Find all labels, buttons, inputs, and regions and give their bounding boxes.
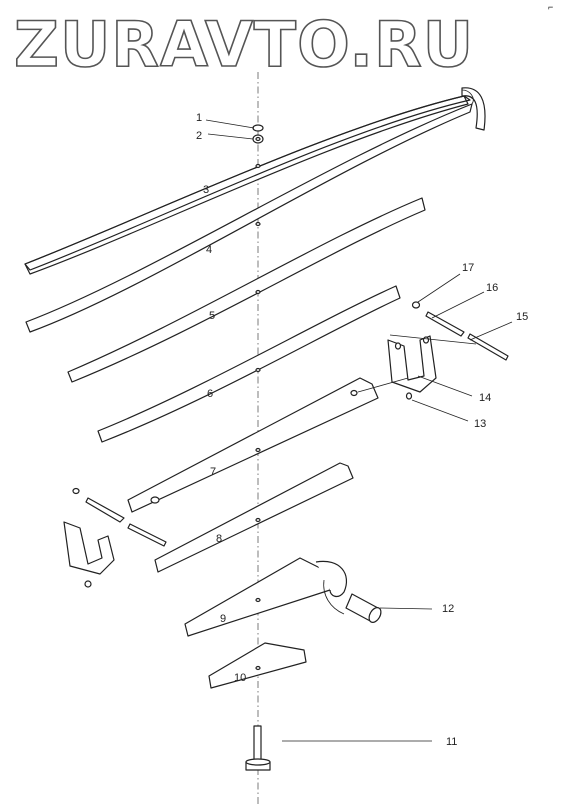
clip-assembly-right xyxy=(350,301,509,400)
bushing-pin-12 xyxy=(345,593,382,623)
label-part-10: 10 xyxy=(234,672,246,684)
leaf-6 xyxy=(97,285,401,443)
clip-assembly-left xyxy=(63,487,167,588)
label-part-5: 5 xyxy=(209,310,215,322)
label-part-3: 3 xyxy=(203,184,209,196)
leaf-5 xyxy=(67,197,426,383)
label-part-4: 4 xyxy=(206,244,212,256)
leaf-3 xyxy=(24,95,471,275)
center-bolt-11 xyxy=(245,725,271,771)
leaf-7 xyxy=(127,377,379,513)
label-part-2: 2 xyxy=(196,130,202,142)
label-part-12: 12 xyxy=(442,603,454,615)
label-part-9: 9 xyxy=(220,613,226,625)
corner-mark: ⌐ xyxy=(548,2,553,12)
label-part-8: 8 xyxy=(216,533,222,545)
label-part-14: 14 xyxy=(479,392,491,404)
label-part-13: 13 xyxy=(474,418,486,430)
label-part-16: 16 xyxy=(486,282,498,294)
leader-lines xyxy=(205,119,513,742)
leaf-4 xyxy=(25,87,486,333)
label-part-17: 17 xyxy=(462,262,474,274)
label-part-7: 7 xyxy=(210,466,216,478)
watermark-text: ZURAVTO.RU xyxy=(14,8,474,81)
leaf-9 xyxy=(184,557,348,637)
label-part-6: 6 xyxy=(207,388,213,400)
label-part-1: 1 xyxy=(196,112,202,124)
center-holes xyxy=(255,163,261,671)
spacer-block-10 xyxy=(208,642,307,689)
nut-washer-1-2 xyxy=(252,124,264,144)
label-part-15: 15 xyxy=(516,311,528,323)
label-part-11: 11 xyxy=(446,736,457,748)
leaf-8 xyxy=(154,462,354,573)
